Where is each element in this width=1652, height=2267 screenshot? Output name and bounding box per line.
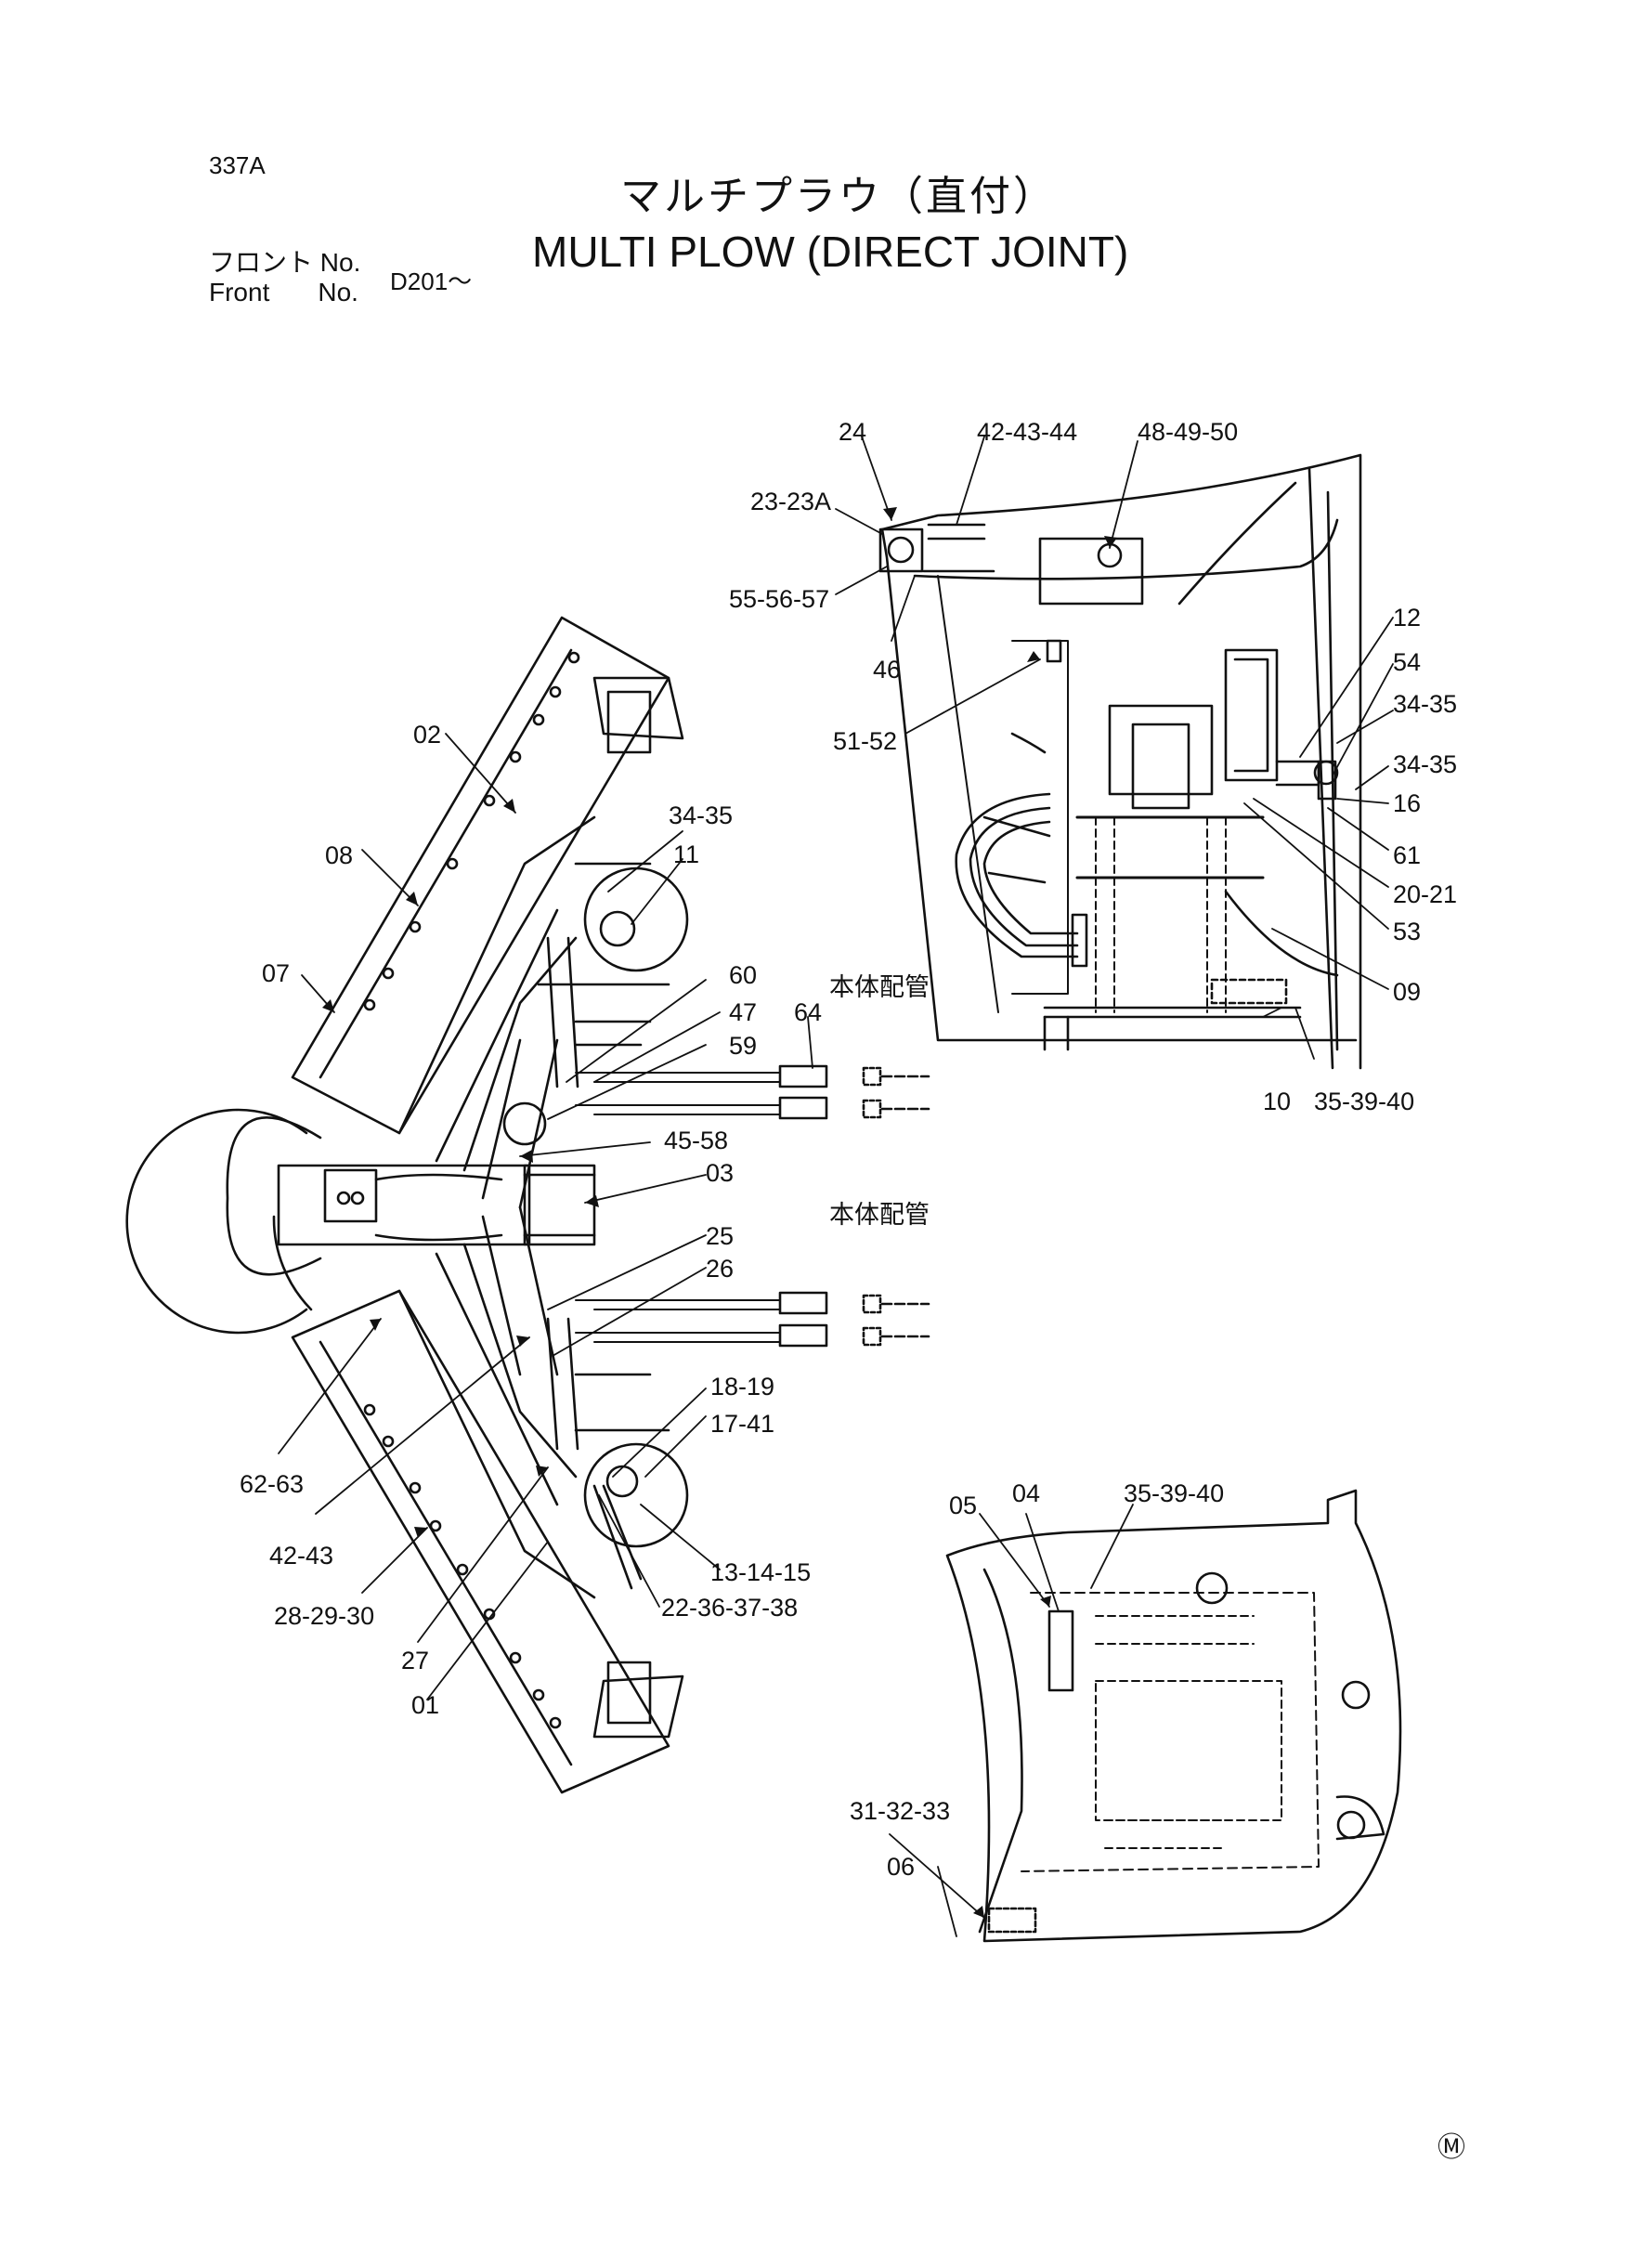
hoses [576, 1066, 929, 1346]
label-53: 53 [1393, 918, 1422, 945]
label-48-49-50: 48-49-50 [1138, 418, 1239, 446]
side-view [880, 455, 1360, 1068]
page-code: 337A [209, 151, 266, 179]
label-18-19: 18-19 [710, 1373, 775, 1401]
label-61: 61 [1393, 841, 1422, 869]
no-word: No. [318, 278, 358, 306]
label-59: 59 [729, 1032, 758, 1060]
label-01: 01 [411, 1691, 440, 1719]
label-34-35-left: 34-35 [669, 801, 734, 829]
label-34-35-a: 34-35 [1393, 690, 1458, 718]
title-japanese: マルチプラウ（直付） [620, 174, 1057, 219]
label-06: 06 [887, 1853, 916, 1881]
label-03: 03 [706, 1159, 735, 1187]
label-24: 24 [839, 418, 867, 446]
label-02: 02 [413, 721, 442, 749]
label-54: 54 [1393, 648, 1422, 676]
label-42-43-44: 42-43-44 [977, 418, 1078, 446]
label-62-63: 62-63 [240, 1470, 305, 1498]
label-23-23A: 23-23A [750, 488, 832, 515]
label-46: 46 [873, 656, 902, 684]
front-number-label-en: Front No. [209, 279, 358, 306]
front-number-label-jp: フロント No. [209, 248, 361, 277]
cylinder-mount [1110, 706, 1212, 794]
label-45-58: 45-58 [664, 1127, 729, 1154]
label-09: 09 [1393, 978, 1422, 1006]
label-28-29-30: 28-29-30 [274, 1602, 375, 1630]
label-35-39-40-bottom: 35-39-40 [1124, 1479, 1225, 1507]
label-04: 04 [1012, 1479, 1041, 1507]
label-22-36-37-38: 22-36-37-38 [661, 1594, 799, 1622]
front-view [947, 1491, 1400, 1941]
manufacturer-mark: Ⓜ [1437, 2132, 1465, 2163]
label-25: 25 [706, 1222, 735, 1250]
piping-label-upper: 本体配管 [829, 973, 930, 1001]
label-13-14-15: 13-14-15 [710, 1558, 812, 1586]
label-31-32-33: 31-32-33 [850, 1797, 951, 1825]
label-60: 60 [729, 961, 758, 989]
label-08: 08 [325, 841, 354, 869]
label-34-35-b: 34-35 [1393, 750, 1458, 778]
label-16: 16 [1393, 789, 1422, 817]
lower-wheel [585, 1444, 687, 1546]
label-20-21: 20-21 [1393, 880, 1458, 908]
label-11: 11 [673, 840, 700, 868]
label-55-56-57: 55-56-57 [729, 585, 830, 613]
bracket-24 [880, 529, 922, 571]
front-word: Front [209, 278, 270, 306]
label-51-52: 51-52 [833, 727, 898, 755]
label-35-39-40-top: 35-39-40 [1314, 1088, 1415, 1115]
label-64: 64 [794, 998, 823, 1026]
label-07: 07 [262, 959, 291, 987]
piping-label-lower: 本体配管 [829, 1201, 930, 1229]
label-12: 12 [1393, 604, 1422, 632]
label-47: 47 [729, 998, 758, 1026]
title-english: MULTI PLOW (DIRECT JOINT) [532, 228, 1129, 276]
top-view [127, 618, 687, 1792]
label-27: 27 [401, 1647, 430, 1674]
arrowheads [322, 507, 1117, 1918]
label-17-41: 17-41 [710, 1410, 775, 1438]
label-05: 05 [949, 1492, 978, 1519]
label-26: 26 [706, 1255, 735, 1283]
label-42-43: 42-43 [269, 1542, 334, 1570]
label-10: 10 [1263, 1088, 1292, 1115]
leader-lines [279, 436, 1393, 1936]
top-block [1040, 539, 1142, 604]
front-serial-number: D201～ [390, 267, 473, 295]
